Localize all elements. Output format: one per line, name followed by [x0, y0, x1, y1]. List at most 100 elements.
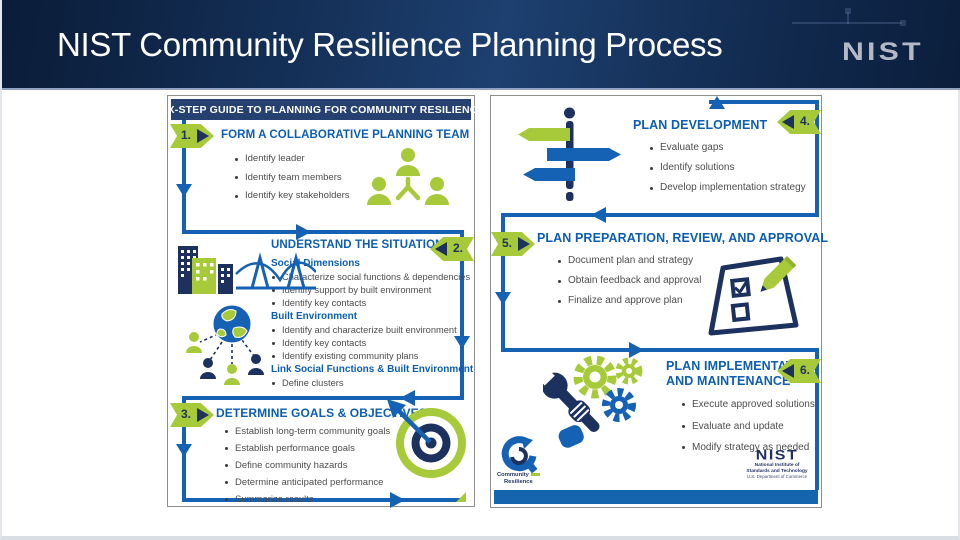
arrow-tip-icon [782, 364, 794, 378]
step-3-bullets: Establish long-term community goals Esta… [224, 423, 390, 508]
circuit-decoration [900, 20, 906, 26]
arrow-tip-icon [435, 242, 447, 256]
step-1-marker: 1. [170, 124, 214, 148]
nist-subline-3: U.S. Department of Commerce [746, 474, 808, 480]
flow-line [460, 230, 464, 396]
flow-line [709, 100, 819, 104]
circuit-decoration [845, 8, 851, 14]
list-item: Define community hazards [224, 457, 390, 474]
step-number: 4. [799, 114, 810, 128]
signpost-icon [518, 107, 621, 201]
cr-label-line1: Community [497, 472, 529, 478]
flow-line [182, 120, 186, 234]
list-item: Identify leader [234, 150, 350, 169]
nist-subline-2: Standards and Technology [746, 468, 808, 474]
arrow-tip-icon [197, 129, 209, 143]
slide-header: NIST Community Resilience Planning Proce… [2, 0, 960, 90]
green-accent [531, 473, 540, 476]
flow-line [501, 213, 505, 352]
arrow-right-icon [296, 224, 311, 240]
step-number: 1. [181, 128, 192, 142]
step-number: 3. [181, 407, 192, 421]
step-2-title: UNDERSTAND THE SITUATION [271, 239, 444, 251]
section-heading: Link Social Functions & Built Environmen… [271, 364, 474, 376]
step-4-marker: 4. [777, 110, 821, 134]
list-item: Develop implementation strategy [649, 178, 806, 198]
page-title: NIST Community Resilience Planning Proce… [57, 26, 723, 63]
right-infographic-panel: 4. PLAN DEVELOPMENT Evaluate gaps Identi… [490, 95, 828, 508]
step-4-title: PLAN DEVELOPMENT [633, 118, 768, 132]
flow-line [815, 100, 819, 217]
step-6-marker: 6. [777, 359, 821, 383]
step-6-title-line2: AND MAINTENANCE [666, 374, 791, 388]
list-item: Establish long-term community goals [224, 423, 390, 440]
list-item: Identify key contacts [271, 337, 481, 350]
step-6-title: PLAN IMPLEMENTATION AND MAINTENANCE [666, 359, 816, 389]
list-item: Document plan and strategy [557, 251, 701, 271]
community-resilience-label: Community Resilience [497, 472, 533, 485]
arrow-left-icon [591, 207, 606, 223]
city-bridge-icon [178, 246, 316, 294]
list-item: Summarize results [224, 491, 390, 508]
list-item: Evaluate and update [681, 416, 815, 438]
step-5-marker: 5. [491, 232, 535, 256]
green-corner-accent [456, 492, 466, 502]
flow-line [182, 498, 466, 502]
list-item: Identify solutions [649, 158, 806, 178]
wrench-gears-icon [543, 355, 643, 448]
arrow-tip-icon [518, 237, 530, 251]
step-3-marker: 3. [170, 403, 214, 427]
list-item: Characterize social functions & dependen… [271, 271, 481, 284]
globe-people-icon [186, 304, 264, 385]
step-2-sections: Social Dimensions Characterize social fu… [271, 257, 481, 390]
step-1-bullets: Identify leader Identify team members Id… [234, 150, 350, 206]
arrow-tip-icon [197, 408, 209, 422]
section-heading: Social Dimensions [271, 258, 360, 269]
left-infographic-panel: SIX-STEP GUIDE TO PLANNING FOR COMMUNITY… [157, 95, 485, 508]
list-item: Define clusters [271, 377, 481, 390]
community-resilience-logo: Community Resilience [497, 436, 555, 488]
step-number: 6. [799, 363, 810, 377]
arrow-down-icon [176, 184, 192, 197]
flow-line [815, 348, 819, 490]
step-number: 2. [452, 241, 463, 255]
arrow-down-icon [495, 292, 511, 305]
arrow-tip-icon [782, 115, 794, 129]
list-item: Finalize and approve plan [557, 291, 701, 311]
cr-label-line2: Resilience [504, 478, 533, 485]
arrow-up-icon [709, 96, 725, 109]
nist-subline-1: National Institute of [754, 463, 800, 468]
list-item: Determine anticipated performance [224, 474, 390, 491]
step-5-bullets: Document plan and strategy Obtain feedba… [557, 251, 701, 311]
section-heading: Built Environment [271, 311, 358, 323]
list-item: Execute approved solutions [681, 394, 815, 416]
list-item: Identify team members [234, 169, 350, 188]
panel-banner: SIX-STEP GUIDE TO PLANNING FOR COMMUNITY… [157, 99, 485, 120]
nist-logo: NIST [842, 37, 924, 66]
target-arrow-icon [387, 399, 466, 478]
list-item: Establish performance goals [224, 440, 390, 457]
circuit-decoration [792, 22, 902, 24]
flow-line [501, 213, 819, 217]
flow-line [501, 348, 819, 352]
arrow-down-icon [176, 444, 192, 457]
flow-line [182, 230, 464, 234]
list-item: Identify key stakeholders [234, 187, 350, 206]
arrow-right-icon [390, 492, 405, 508]
circuit-decoration [847, 12, 849, 24]
list-item: Identify support by built environment [271, 284, 481, 297]
list-item: Obtain feedback and approval [557, 271, 701, 291]
step-5-title: PLAN PREPARATION, REVIEW, AND APPROVAL [537, 231, 829, 245]
step-6-bullets: Execute approved solutions Evaluate and … [681, 394, 815, 459]
step-4-bullets: Evaluate gaps Identify solutions Develop… [649, 138, 806, 198]
arrow-left-icon [400, 390, 415, 406]
checklist-pencil-icon [708, 256, 799, 336]
flow-line [182, 396, 464, 400]
nist-wordmark: NIST [755, 448, 799, 463]
step-number: 5. [502, 236, 513, 250]
list-item: Identify key contacts [271, 297, 481, 310]
list-item: Identify and characterize built environm… [271, 324, 481, 337]
nist-footer-logo: NIST National Institute of Standards and… [737, 448, 817, 480]
step-1-title: FORM A COLLABORATIVE PLANNING TEAM [221, 129, 470, 141]
